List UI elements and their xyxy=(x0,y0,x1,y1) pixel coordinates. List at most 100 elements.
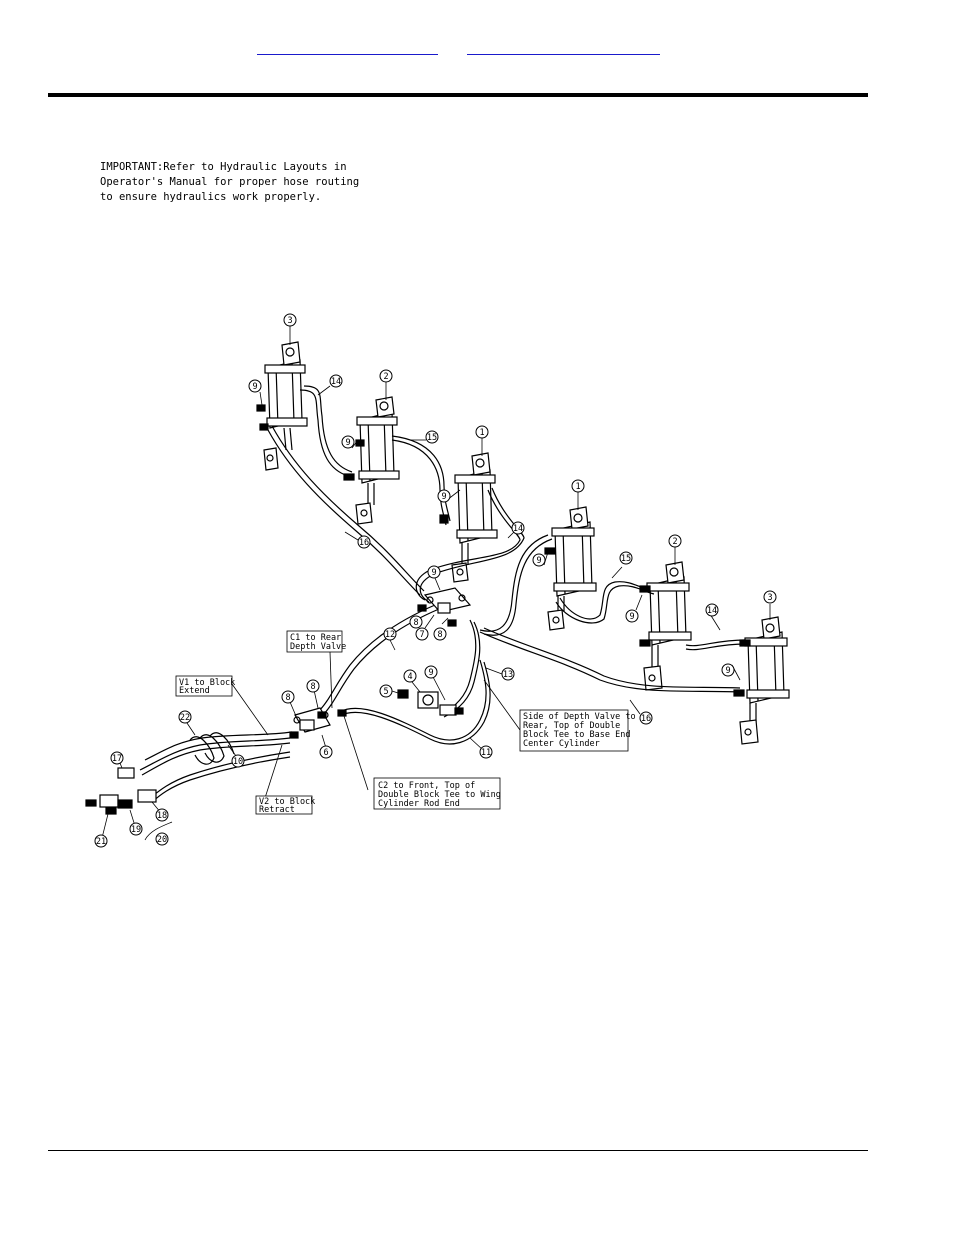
fitting-5 xyxy=(397,689,409,699)
callout-text: V1 to Block xyxy=(179,678,235,688)
balloon-11: 11 xyxy=(479,745,493,759)
callout-text: Double Block Tee to Wing xyxy=(378,790,501,800)
hose-wrap-22 xyxy=(189,732,235,765)
callout-v2: V2 to Block Retract xyxy=(255,795,315,815)
balloon-8-d: 8 xyxy=(306,679,320,693)
balloon-text: 2 xyxy=(383,372,388,382)
callout-text: V2 to Block xyxy=(259,797,315,807)
balloon-16-b: 16 xyxy=(639,711,653,725)
important-note: IMPORTANT:Refer to Hydraulic Layouts in … xyxy=(100,160,360,205)
balloon-text: 21 xyxy=(96,837,106,847)
balloon-text: 8 xyxy=(285,693,290,703)
balloon-2-left: 2 xyxy=(379,369,393,383)
balloon-text: 14 xyxy=(331,377,341,387)
balloon-8-c: 8 xyxy=(281,690,295,704)
callout-text: Block Tee to Base End xyxy=(523,730,630,740)
callout-text: Retract xyxy=(259,805,295,815)
balloon-3-right: 3 xyxy=(763,590,777,604)
cylinder-2-left xyxy=(355,396,400,525)
balloon-10: 10 xyxy=(231,754,245,768)
part-balloons: 3 9 14 2 9 15 1 9 1 14 16 9 15 2 9 14 3 … xyxy=(94,313,777,848)
balloon-text: 18 xyxy=(157,811,167,821)
balloon-21: 21 xyxy=(94,834,108,848)
balloon-text: 11 xyxy=(481,748,491,758)
depth-valve-block xyxy=(423,587,472,614)
balloon-9-d: 9 xyxy=(532,553,546,567)
callout-text: Depth Valve xyxy=(290,642,346,652)
balloon-text: 9 xyxy=(431,568,436,578)
balloon-9-f: 9 xyxy=(721,663,735,677)
balloon-7: 7 xyxy=(415,627,429,641)
note-line-3: to ensure hydraulics work properly. xyxy=(100,191,322,203)
note-line-1: IMPORTANT:Refer to Hydraulic Layouts in xyxy=(100,161,347,173)
balloon-9-c: 9 xyxy=(437,489,451,503)
balloon-text: 14 xyxy=(707,606,717,616)
callout-text: Rear, Top of Double xyxy=(523,721,620,731)
cylinder-3-left xyxy=(263,341,308,471)
cylinder-3-right xyxy=(739,616,790,745)
balloon-text: 8 xyxy=(413,618,418,628)
balloon-6: 6 xyxy=(319,745,333,759)
balloon-text: 4 xyxy=(407,672,412,682)
balloon-text: 7 xyxy=(419,630,424,640)
balloon-text: 16 xyxy=(359,538,369,548)
callout-text: C2 to Front, Top of xyxy=(378,781,475,791)
nav-link-right[interactable] xyxy=(467,38,660,55)
balloon-14-b: 14 xyxy=(511,521,525,535)
balloon-19: 19 xyxy=(129,822,143,836)
balloon-text: 6 xyxy=(323,748,328,758)
header-rule xyxy=(48,93,868,97)
hose-16-left xyxy=(267,425,425,596)
balloon-text: 9 xyxy=(428,668,433,678)
callout-text: C1 to Rear xyxy=(290,633,341,643)
balloon-text: 20 xyxy=(157,835,167,845)
balloon-text: 12 xyxy=(385,630,395,640)
balloon-text: 2 xyxy=(672,537,677,547)
balloon-15-a: 15 xyxy=(425,430,439,444)
hose-15-left xyxy=(391,435,451,526)
balloon-1-left: 1 xyxy=(475,425,489,439)
balloon-8-a: 8 xyxy=(409,615,423,629)
balloon-text: 9 xyxy=(725,666,730,676)
hose-14-right xyxy=(685,639,746,651)
nav-link-left[interactable] xyxy=(257,38,438,55)
hose-15-right xyxy=(555,581,655,624)
balloon-9-e: 9 xyxy=(625,609,639,623)
balloon-text: 9 xyxy=(345,438,350,448)
balloon-3-left: 3 xyxy=(283,313,297,327)
callout-boxes: C1 to Rear Depth Valve V1 to Block Exten… xyxy=(175,630,636,815)
callout-text: Cylinder Rod End xyxy=(378,799,460,809)
balloon-text: 3 xyxy=(767,593,772,603)
balloon-16-a: 16 xyxy=(357,535,371,549)
hose-14-left xyxy=(299,385,353,477)
hose-14-right-up xyxy=(479,534,553,636)
balloon-text: 10 xyxy=(233,757,243,767)
balloon-12: 12 xyxy=(383,627,397,641)
balloon-text: 1 xyxy=(575,482,580,492)
balloon-text: 13 xyxy=(503,670,513,680)
balloon-text: 9 xyxy=(441,492,446,502)
balloon-text: 17 xyxy=(112,754,122,764)
balloon-9-a: 9 xyxy=(248,379,262,393)
balloon-text: 22 xyxy=(180,713,190,723)
hose-10-lower xyxy=(149,751,291,803)
valve-4 xyxy=(417,691,457,716)
hose-11 xyxy=(339,659,491,745)
callout-v1: V1 to Block Extend xyxy=(175,675,235,697)
balloon-20: 20 xyxy=(155,832,169,846)
balloon-4: 4 xyxy=(403,669,417,683)
balloon-text: 5 xyxy=(383,687,388,697)
couplers xyxy=(85,767,157,815)
callout-text: Side of Depth Valve to xyxy=(523,712,636,722)
callout-c1: C1 to Rear Depth Valve xyxy=(286,630,346,653)
balloon-9-g: 9 xyxy=(427,565,441,579)
balloon-text: 14 xyxy=(513,524,523,534)
balloon-15-b: 15 xyxy=(619,551,633,565)
balloon-text: 15 xyxy=(621,554,631,564)
footer-rule xyxy=(48,1150,868,1151)
callout-text: Extend xyxy=(179,686,210,696)
fittings xyxy=(256,404,751,739)
hose-10 xyxy=(139,731,293,776)
balloon-18: 18 xyxy=(155,808,169,822)
